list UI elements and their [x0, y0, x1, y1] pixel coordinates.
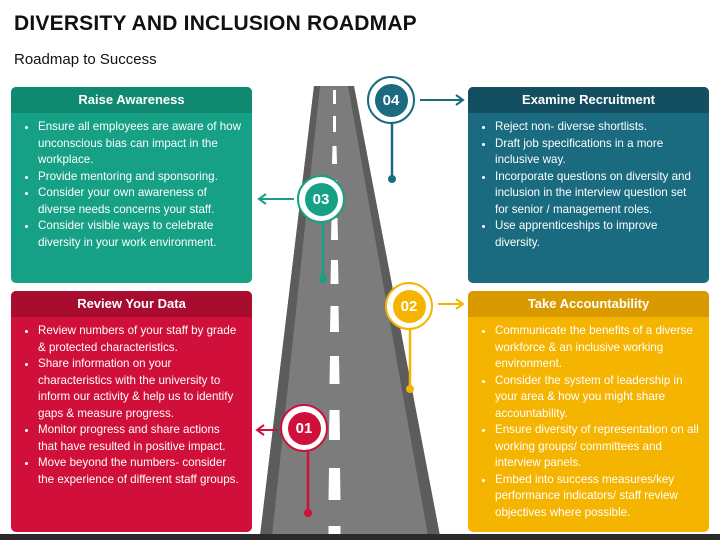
card-heading: Examine Recruitment: [468, 87, 709, 113]
step-03-number: 03: [304, 182, 338, 216]
list-item: Ensure all employees are aware of how un…: [38, 119, 242, 169]
step-01-badge: 01: [280, 404, 328, 452]
card-review-your-data: Review Your Data Review numbers of your …: [11, 291, 252, 532]
page-title: DIVERSITY AND INCLUSION ROADMAP: [14, 12, 417, 35]
list-item: Share information on your characteristic…: [38, 356, 242, 422]
step-04-badge: 04: [367, 76, 415, 124]
list-item: Consider visible ways to celebrate diver…: [38, 218, 242, 251]
list-item: Embed into success measures/key performa…: [495, 472, 699, 522]
step-04-number: 04: [374, 83, 408, 117]
card-heading: Take Accountability: [468, 291, 709, 317]
step-03-badge: 03: [297, 175, 345, 223]
card-heading: Raise Awareness: [11, 87, 252, 113]
list-item: Ensure diversity of representation on al…: [495, 422, 699, 472]
list-item: Consider the system of leadership in you…: [495, 373, 699, 423]
bullet-list: Reject non- diverse shortlists. Draft jo…: [468, 113, 709, 251]
list-item: Move beyond the numbers- consider the ex…: [38, 455, 242, 488]
step-02-badge: 02: [385, 282, 433, 330]
card-raise-awareness: Raise Awareness Ensure all employees are…: [11, 87, 252, 283]
list-item: Use apprenticeships to improve diversity…: [495, 218, 699, 251]
list-item: Monitor progress and share actions that …: [38, 422, 242, 455]
list-item: Provide mentoring and sponsoring.: [38, 169, 242, 186]
list-item: Consider your own awareness of diverse n…: [38, 185, 242, 218]
list-item: Incorporate questions on diversity and i…: [495, 169, 699, 219]
list-item: Communicate the benefits of a diverse wo…: [495, 323, 699, 373]
connector-arrows: [255, 94, 465, 436]
step-02-number: 02: [392, 289, 426, 323]
card-take-accountability: Take Accountability Communicate the bene…: [468, 291, 709, 532]
list-item: Reject non- diverse shortlists.: [495, 119, 699, 136]
card-heading: Review Your Data: [11, 291, 252, 317]
bullet-list: Review numbers of your staff by grade & …: [11, 317, 252, 488]
bullet-list: Communicate the benefits of a diverse wo…: [468, 317, 709, 521]
list-item: Draft job specifications in a more inclu…: [495, 136, 699, 169]
page-subtitle: Roadmap to Success: [14, 51, 157, 68]
pin-dots: [304, 175, 414, 517]
footer-strip: [0, 534, 720, 540]
bullet-list: Ensure all employees are aware of how un…: [11, 113, 252, 251]
step-01-number: 01: [287, 411, 321, 445]
list-item: Review numbers of your staff by grade & …: [38, 323, 242, 356]
card-examine-recruitment: Examine Recruitment Reject non- diverse …: [468, 87, 709, 283]
